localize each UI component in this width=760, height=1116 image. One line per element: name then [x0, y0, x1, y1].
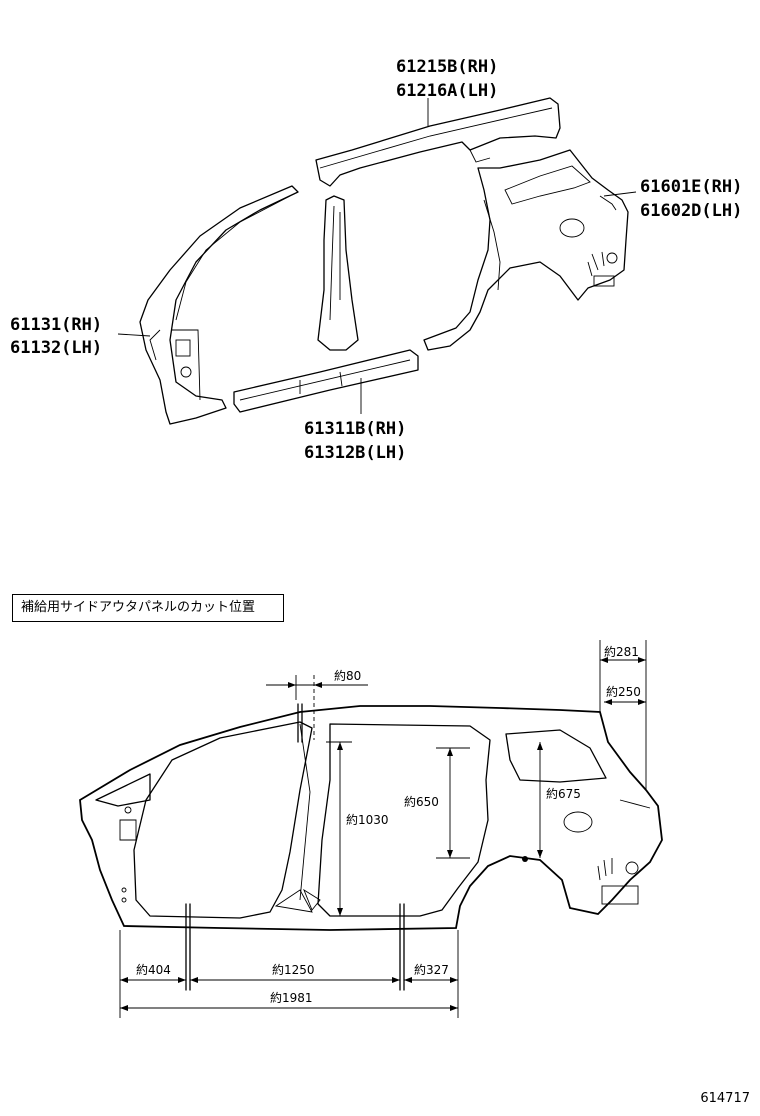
dim-675: 約675 — [546, 786, 581, 801]
part-number-61216A: 61216A(LH) — [396, 81, 498, 101]
dim-650: 約650 — [404, 794, 439, 809]
dimension-lines — [119, 640, 647, 1018]
dim-1030: 約1030 — [346, 812, 389, 827]
part-number-61215B: 61215B(RH) — [396, 57, 498, 77]
dim-327: 約327 — [414, 962, 449, 977]
part-number-61312B: 61312B(LH) — [304, 443, 406, 463]
dim-1250: 約1250 — [272, 962, 315, 977]
leader-lines — [117, 98, 637, 414]
figure-id: 614717 — [700, 1091, 750, 1106]
center-pillar-part — [317, 195, 359, 351]
part-number-61132: 61132(LH) — [10, 338, 102, 358]
part-number-61131: 61131(RH) — [10, 315, 102, 335]
cut-position-caption: 補給用サイドアウタパネルのカット位置 — [12, 594, 284, 622]
dim-250: 約250 — [606, 684, 641, 699]
dim-404: 約404 — [136, 962, 171, 977]
dim-80: 約80 — [334, 668, 361, 683]
part-number-61602D: 61602D(LH) — [640, 201, 742, 221]
rocker-part — [233, 349, 419, 413]
dim-281: 約281 — [604, 644, 639, 659]
dim-1981: 約1981 — [270, 990, 313, 1005]
roof-side-rail-part — [315, 97, 561, 187]
exploded-view: 61215B(RH) 61216A(LH) 61601E(RH) 61602D(… — [10, 57, 742, 463]
part-number-61601E: 61601E(RH) — [640, 177, 742, 197]
front-pillar-part — [139, 185, 299, 425]
quarter-panel-part — [423, 149, 629, 351]
cut-lines — [185, 703, 405, 991]
part-number-61311B: 61311B(RH) — [304, 419, 406, 439]
